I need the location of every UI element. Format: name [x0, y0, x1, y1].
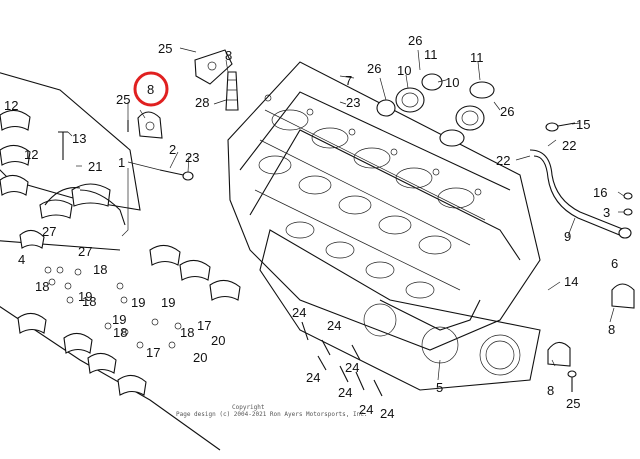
callout-19-c: 19	[161, 295, 175, 310]
callout-18-d: 18	[113, 325, 127, 340]
leader-lines	[67, 47, 625, 381]
callout-15: 15	[576, 117, 590, 132]
callout-19-a: 19	[78, 289, 92, 304]
callout-1: 1	[118, 155, 125, 170]
callout-12-a: 12	[4, 98, 18, 113]
callout-27-b: 27	[78, 244, 92, 259]
callout-10-b: 10	[445, 75, 459, 90]
callout-6: 6	[611, 256, 618, 271]
callout-11-a: 11	[424, 47, 438, 62]
callout-18-c: 18	[82, 294, 96, 309]
callout-8-bot: 8	[547, 383, 554, 398]
callout-27-a: 27	[42, 224, 56, 239]
callout-25-left: 25	[116, 92, 130, 107]
callout-24-a: 24	[292, 305, 306, 320]
callout-19-d: 19	[112, 312, 126, 327]
callout-18-a: 18	[93, 262, 107, 277]
callout-16: 16	[593, 185, 607, 200]
callout-18-e: 18	[180, 325, 194, 340]
spark-plug	[225, 71, 239, 111]
callout-26-right: 26	[500, 104, 514, 119]
callout-24-c: 24	[306, 370, 320, 385]
callout-24-g: 24	[380, 406, 394, 421]
cam-holders	[0, 72, 241, 451]
callout-24-e: 24	[338, 385, 352, 400]
callout-20-a: 20	[211, 333, 225, 348]
callout-4: 4	[18, 252, 25, 267]
callout-24-d: 24	[345, 360, 359, 375]
callout-3: 3	[603, 205, 610, 220]
end-cap-part-8	[137, 111, 163, 139]
breather-cover	[194, 49, 233, 85]
callout-17-a: 17	[197, 318, 211, 333]
head-gasket	[259, 229, 541, 391]
callout-8-top: 8	[225, 48, 232, 63]
callout-21: 21	[88, 159, 102, 174]
copyright-title: Copyright	[232, 404, 265, 411]
callout-23-top: 23	[346, 95, 360, 110]
callout-9: 9	[564, 229, 571, 244]
callout-14: 14	[564, 274, 578, 289]
callout-10-a: 10	[397, 63, 411, 78]
callout-25-top: 25	[158, 41, 172, 56]
callout-2: 2	[169, 142, 176, 157]
intake-insulators	[376, 73, 495, 147]
callout-22-a: 22	[562, 138, 576, 153]
callout-19-b: 19	[131, 295, 145, 310]
callout-18-b: 18	[35, 279, 49, 294]
callout-13: 13	[72, 131, 86, 146]
callout-12-b: 12	[24, 147, 38, 162]
callout-26-top: 26	[408, 33, 422, 48]
callout-22-b: 22	[496, 153, 510, 168]
copyright-notice: Page design (c) 2004-2021 Ron Ayers Moto…	[176, 411, 367, 418]
callout-24-b: 24	[327, 318, 341, 333]
studs-bolts	[58, 120, 194, 181]
callout-20-b: 20	[193, 350, 207, 365]
callout-28: 28	[195, 95, 209, 110]
callout-7: 7	[345, 73, 352, 88]
callout-24-f: 24	[359, 402, 373, 417]
callout-11-b: 11	[470, 50, 484, 65]
oil-pipe	[529, 122, 633, 239]
callout-8-left: 8	[147, 82, 154, 97]
callout-8-right: 8	[608, 322, 615, 337]
highlight-circle	[133, 71, 169, 107]
callout-labels: 25 8 28 26 11 10 10 11 26 7 23 26 25 8 1…	[4, 33, 618, 421]
callout-23-mid: 23	[185, 150, 199, 165]
callout-17-b: 17	[146, 345, 160, 360]
callout-26-left: 26	[367, 61, 381, 76]
cylinder-head	[227, 61, 541, 351]
callout-5: 5	[436, 380, 443, 395]
callout-25-bot: 25	[566, 396, 580, 411]
dowel-pins	[301, 321, 383, 397]
end-cap-bottom	[547, 283, 635, 392]
